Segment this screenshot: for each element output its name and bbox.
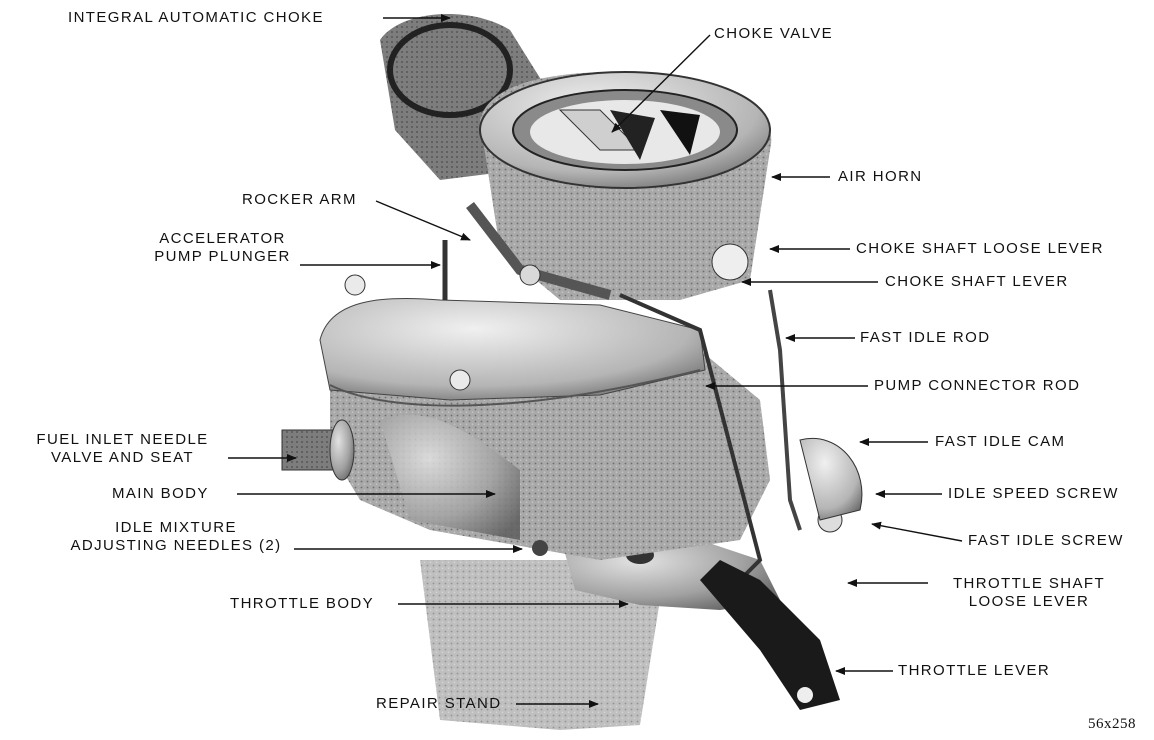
label-fast-idle-cam: FAST IDLE CAM <box>935 433 1065 451</box>
leader-rocker-arm <box>376 201 470 240</box>
label-fuel-inlet-needle-valve-and-seat: FUEL INLET NEEDLE VALVE AND SEAT <box>20 431 225 467</box>
label-throttle-body: THROTTLE BODY <box>230 595 374 613</box>
label-throttle-shaft-loose-lever-line1: THROTTLE SHAFT <box>930 575 1128 593</box>
carburetor-drawing <box>282 14 862 730</box>
label-fuel-inlet-line1: FUEL INLET NEEDLE <box>20 431 225 449</box>
label-fuel-inlet-line2: VALVE AND SEAT <box>20 449 225 467</box>
figure-code: 56x258 <box>1088 716 1136 733</box>
label-throttle-shaft-loose-lever: THROTTLE SHAFT LOOSE LEVER <box>930 575 1128 611</box>
label-accelerator-pump-plunger-line2: PUMP PLUNGER <box>145 248 300 266</box>
label-idle-mixture-adjusting-needles: IDLE MIXTURE ADJUSTING NEEDLES (2) <box>60 519 292 555</box>
label-throttle-shaft-loose-lever-line2: LOOSE LEVER <box>930 593 1128 611</box>
label-throttle-lever: THROTTLE LEVER <box>898 662 1050 680</box>
label-choke-shaft-lever: CHOKE SHAFT LEVER <box>885 273 1069 291</box>
label-choke-shaft-loose-lever: CHOKE SHAFT LOOSE LEVER <box>856 240 1104 258</box>
label-idle-mixture-line1: IDLE MIXTURE <box>60 519 292 537</box>
label-accelerator-pump-plunger-line1: ACCELERATOR <box>145 230 300 248</box>
label-fast-idle-screw: FAST IDLE SCREW <box>968 532 1124 550</box>
label-accelerator-pump-plunger: ACCELERATOR PUMP PLUNGER <box>145 230 300 266</box>
label-repair-stand: REPAIR STAND <box>376 695 501 713</box>
label-integral-automatic-choke: INTEGRAL AUTOMATIC CHOKE <box>68 9 324 27</box>
leader-fast-idle-screw <box>872 524 962 541</box>
label-idle-speed-screw: IDLE SPEED SCREW <box>948 485 1119 503</box>
label-choke-valve: CHOKE VALVE <box>714 25 833 43</box>
label-rocker-arm: ROCKER ARM <box>242 191 357 209</box>
label-fast-idle-rod: FAST IDLE ROD <box>860 329 990 347</box>
label-main-body: MAIN BODY <box>112 485 209 503</box>
label-pump-connector-rod: PUMP CONNECTOR ROD <box>874 377 1080 395</box>
label-air-horn: AIR HORN <box>838 168 923 186</box>
label-idle-mixture-line2: ADJUSTING NEEDLES (2) <box>60 537 292 555</box>
